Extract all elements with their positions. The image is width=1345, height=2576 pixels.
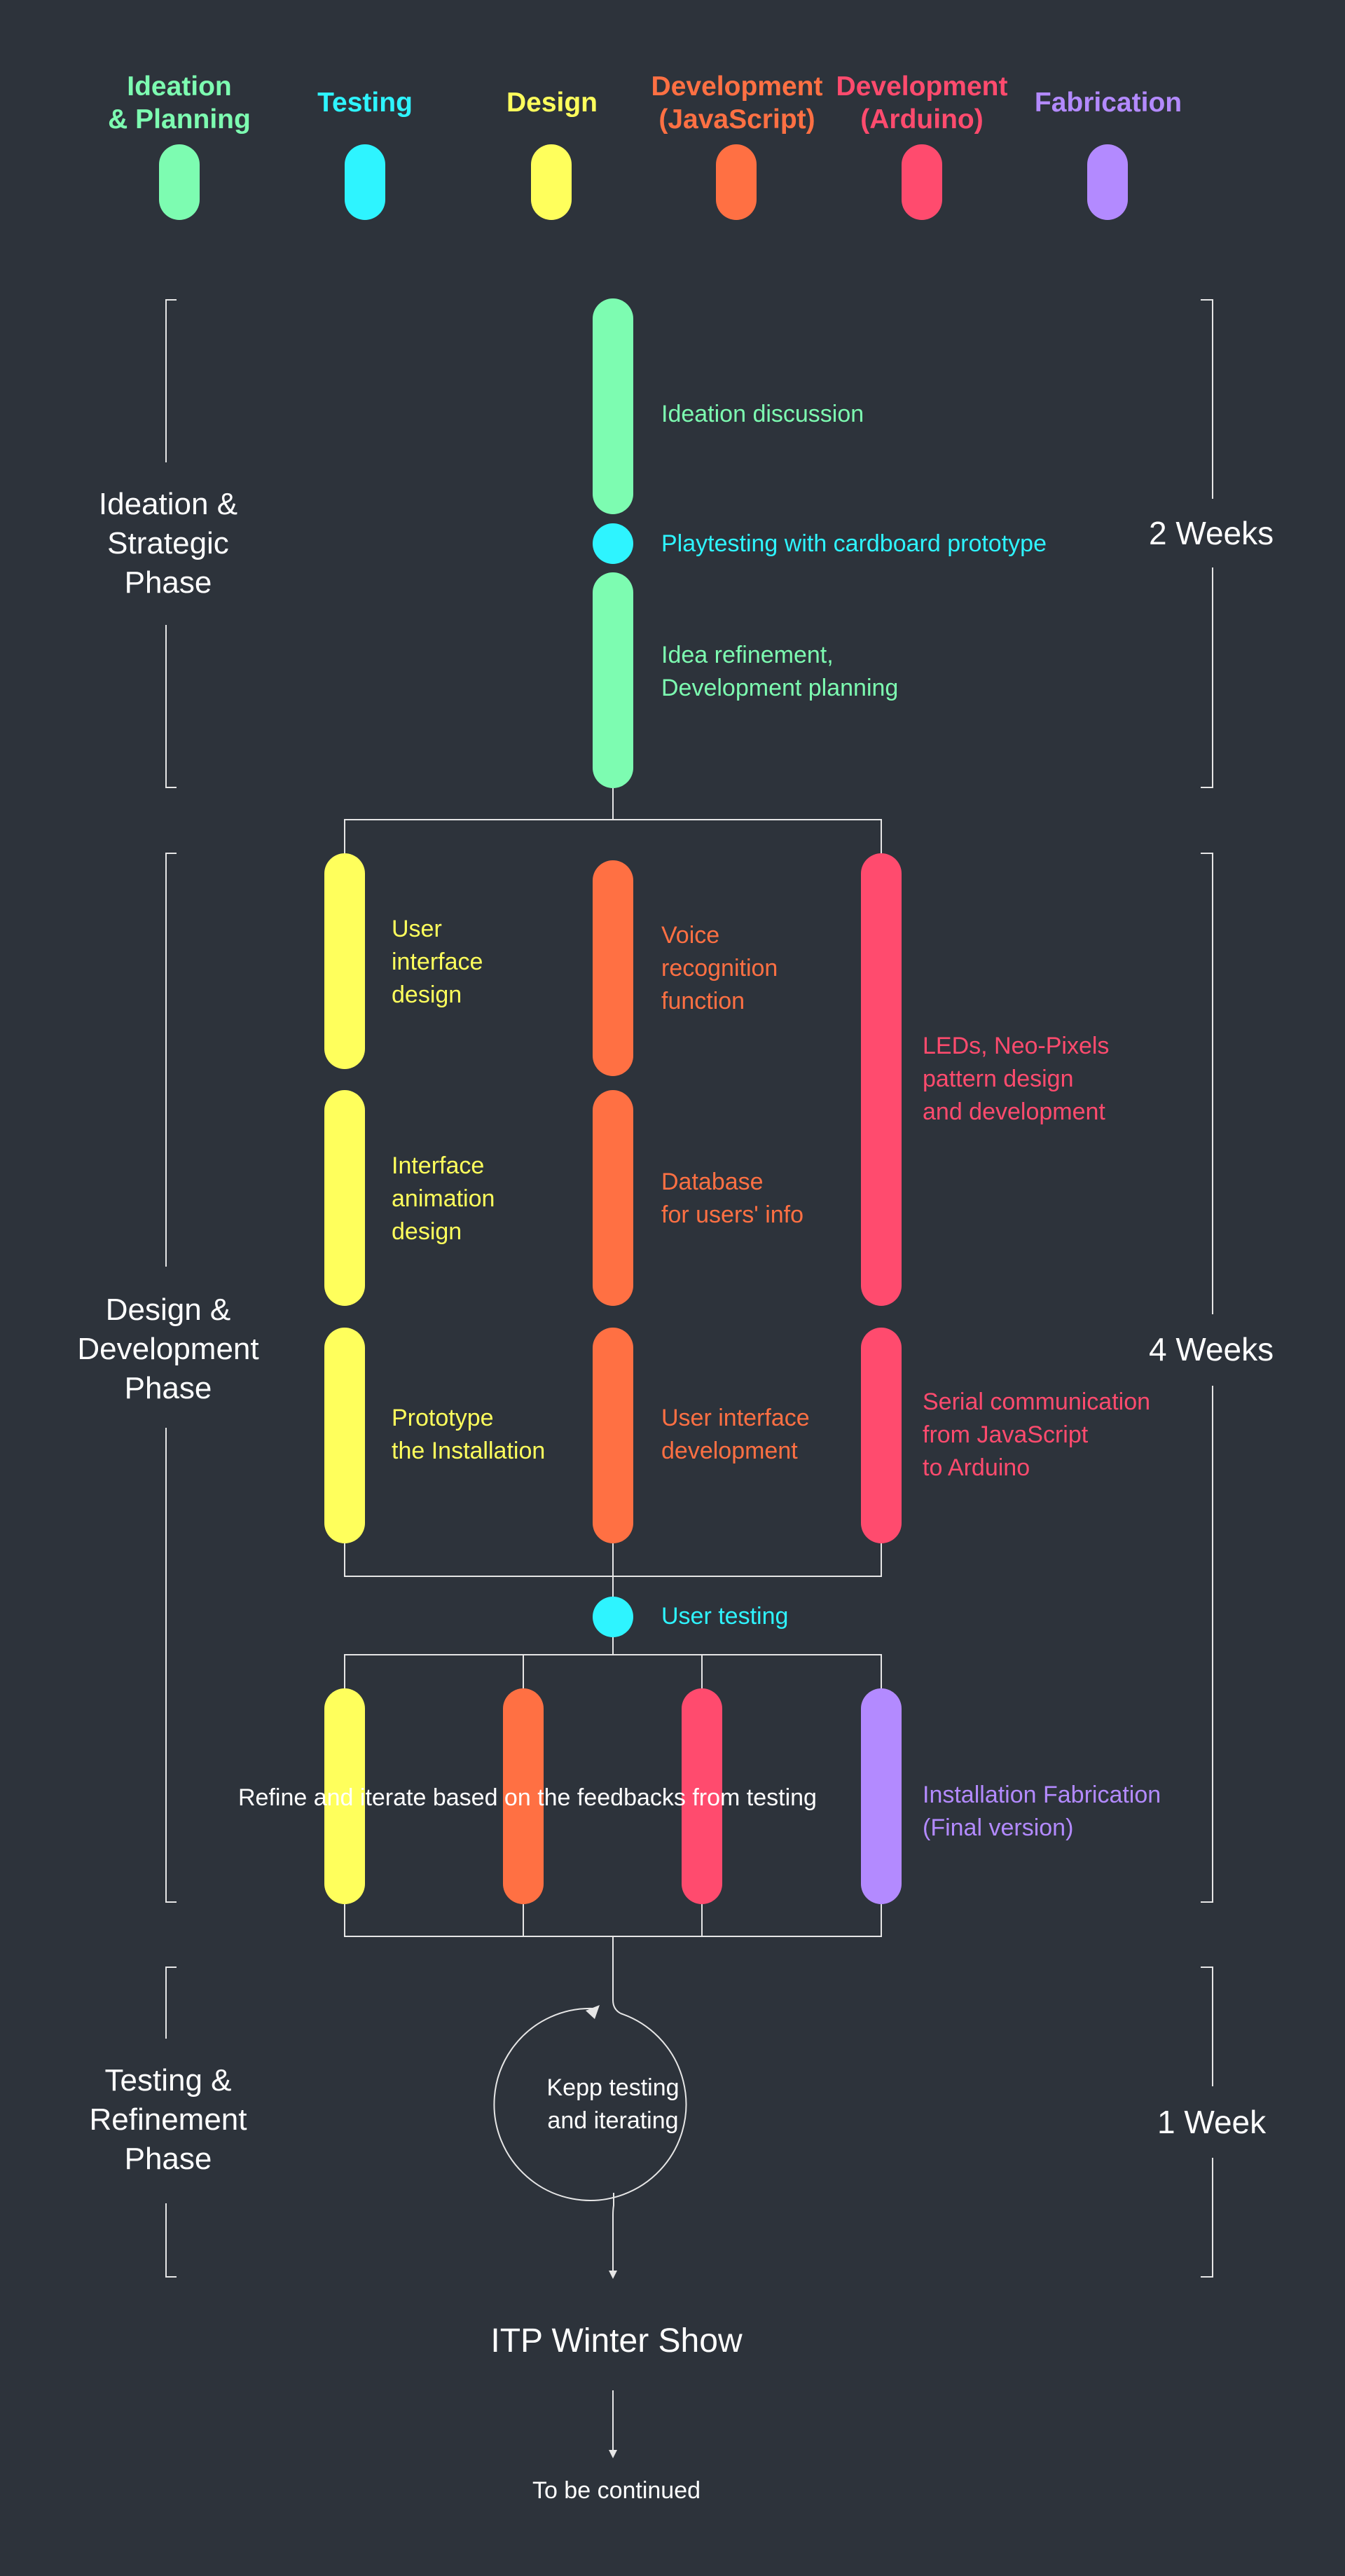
task-label-leds: LEDs, Neo-Pixels pattern design and deve… — [923, 1033, 1110, 1125]
legend-label-ideation: Ideation & Planning — [108, 71, 251, 135]
refine-bar-fabrication — [861, 1688, 902, 1904]
task-label-voice-recognition: Voice recognition function — [661, 922, 778, 1014]
loop-circle-arc — [493, 2007, 687, 2201]
task-label-serial-comm: Serial communication from JavaScript to … — [923, 1389, 1151, 1481]
task-bar-idea-refinement — [593, 572, 633, 788]
merge-connector-2 — [344, 1904, 882, 1937]
merge-connector-1 — [344, 1543, 882, 1577]
phase-design-left-bracket — [165, 853, 177, 1903]
task-bar-database — [593, 1090, 633, 1306]
legend-swatch-design — [531, 144, 572, 220]
legend-label-dev-arduino: Development (Arduino) — [836, 71, 1008, 135]
duration-label-phase-2: 4 Weeks — [1149, 1331, 1274, 1368]
legend-swatch-ideation — [159, 144, 200, 220]
task-bar-prototype-installation — [324, 1328, 365, 1543]
legend-label-testing: Testing — [317, 88, 413, 118]
to-be-continued-label: To be continued — [532, 2477, 701, 2504]
phase-ideation-left-bracket — [165, 299, 177, 788]
duration-label-phase-1: 2 Weeks — [1149, 515, 1274, 551]
task-label-idea-refinement: Idea refinement, Development planning — [661, 642, 899, 701]
refine-bar-design — [324, 1688, 365, 1904]
task-label-interface-animation: Interface animation design — [392, 1152, 495, 1245]
task-label-user-testing: User testing — [661, 1603, 789, 1630]
refine-bar-dev-js — [503, 1688, 544, 1904]
refine-bar-dev-arduino — [682, 1688, 722, 1904]
task-label-installation-fabrication: Installation Fabrication (Final version) — [923, 1782, 1161, 1841]
loop-arrow-head — [586, 2005, 600, 2019]
task-bar-interface-animation — [324, 1090, 365, 1306]
keep-testing-label: Kepp testing and iterating — [546, 2074, 680, 2134]
task-dot-playtesting — [593, 523, 633, 564]
legend-label-fabrication: Fabrication — [1034, 88, 1182, 118]
duration-label-phase-3: 1 Week — [1157, 2104, 1267, 2140]
split-connector-1 — [344, 787, 882, 853]
phase-ideation-right-bracket — [1201, 299, 1213, 788]
task-label-database: Database for users' info — [661, 1169, 804, 1228]
task-bar-ui-development — [593, 1328, 633, 1543]
task-bar-leds — [861, 853, 902, 1306]
task-label-ideation-discussion: Ideation discussion — [661, 401, 864, 427]
legend-swatch-fabrication — [1087, 144, 1128, 220]
legend-swatch-dev-js — [716, 144, 757, 220]
itp-winter-show-label: ITP Winter Show — [490, 2322, 743, 2360]
phase-testing-left-bracket — [165, 1967, 177, 2278]
legend-label-dev-js: Development (JavaScript) — [651, 71, 823, 135]
task-bar-ideation-discussion — [593, 298, 633, 514]
legend-label-design: Design — [506, 88, 598, 118]
legend-swatch-testing — [345, 144, 385, 220]
phase-label-ideation: Ideation & Strategic Phase — [98, 487, 238, 600]
phase-design-right-bracket — [1201, 853, 1213, 1903]
phase-label-testing: Testing & Refinement Phase — [89, 2063, 247, 2176]
task-bar-voice-recognition — [593, 860, 633, 1076]
phase-testing-right-bracket — [1201, 1967, 1213, 2278]
refine-iterate-label: Refine and iterate based on the feedback… — [238, 1784, 817, 1811]
task-label-prototype-installation: Prototype the Installation — [392, 1405, 546, 1464]
phase-label-design: Design & Development Phase — [77, 1293, 259, 1405]
split-connector-2 — [344, 1637, 882, 1688]
legend-swatch-dev-arduino — [902, 144, 942, 220]
task-label-playtesting: Playtesting with cardboard prototype — [661, 530, 1047, 557]
task-label-ui-design: User interface design — [392, 916, 483, 1008]
task-bar-serial-comm — [861, 1328, 902, 1543]
task-bar-ui-design — [324, 853, 365, 1069]
to-loop-line — [612, 1936, 621, 2014]
loop-exit-line — [609, 2193, 617, 2279]
task-dot-user-testing — [593, 1597, 633, 1637]
task-label-ui-development: User interface development — [661, 1405, 810, 1464]
